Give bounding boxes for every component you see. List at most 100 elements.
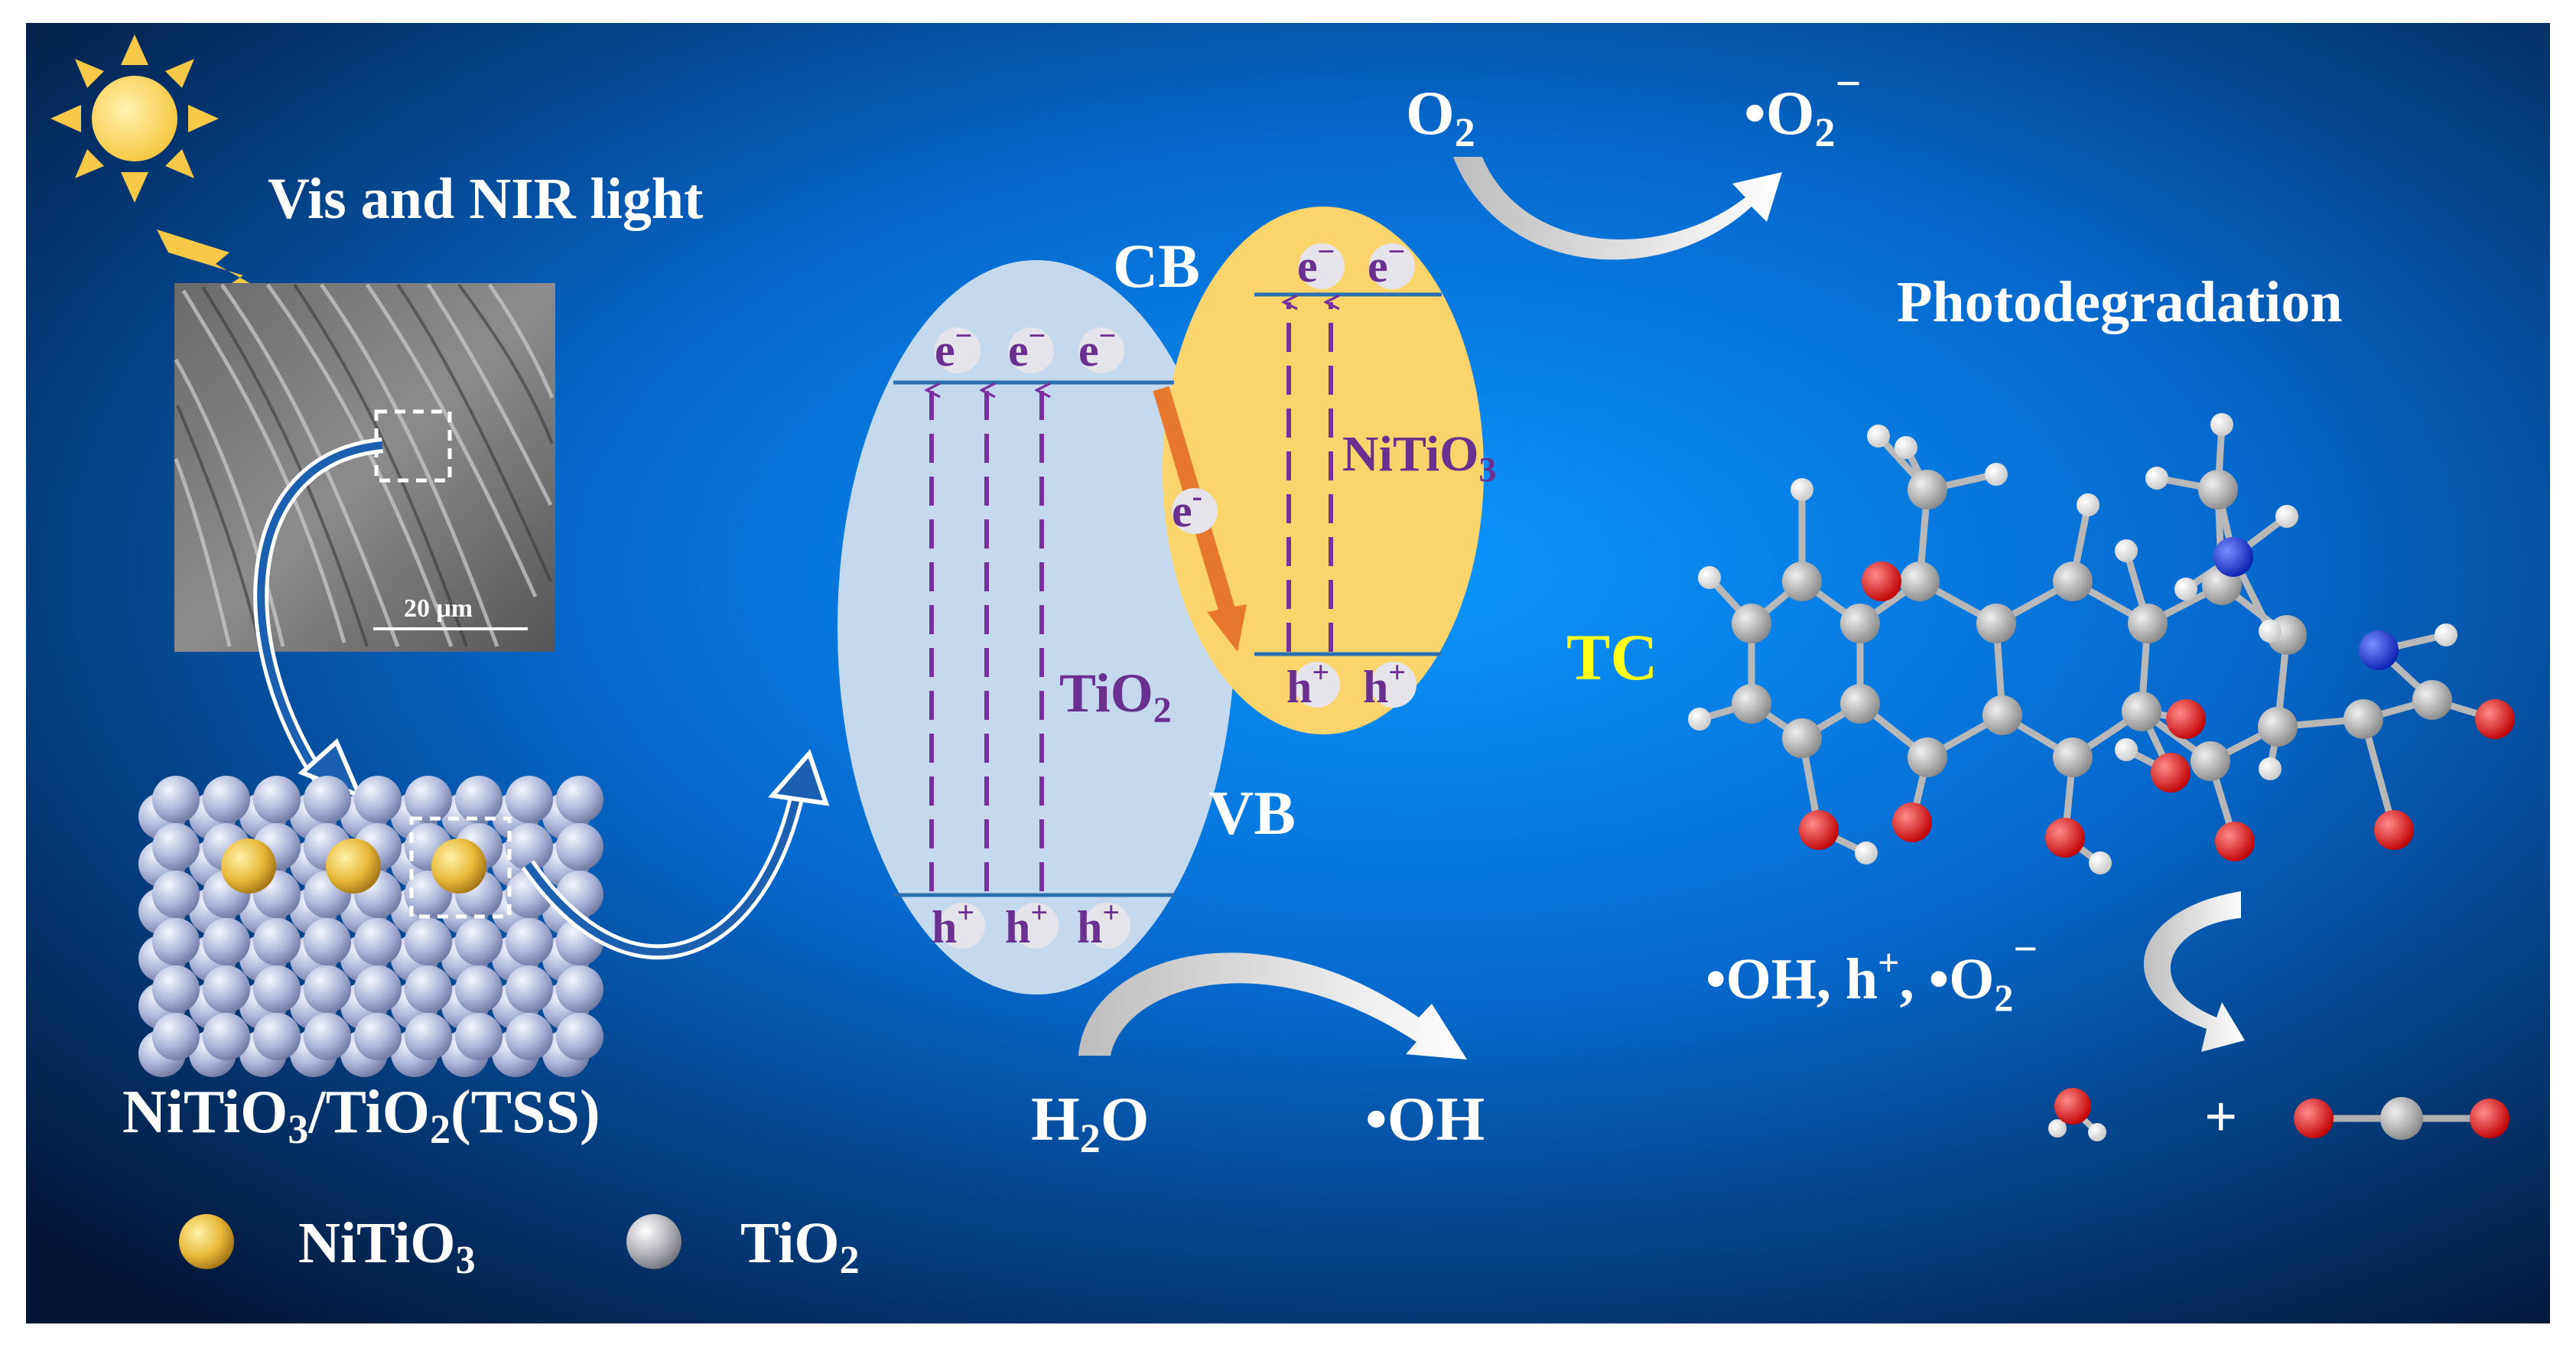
water-label: H2O <box>1031 1084 1150 1161</box>
lattice-sphere <box>203 965 250 1013</box>
molecule-atom <box>2089 851 2112 874</box>
molecule-atom <box>2259 757 2282 780</box>
lattice-sphere <box>556 1013 603 1060</box>
sem-image: 20 μm <box>174 283 555 652</box>
water-molecule-icon <box>2048 1088 2106 1141</box>
molecule-atom <box>1908 470 1947 509</box>
lattice-sphere <box>304 776 351 823</box>
molecule-atom <box>2115 539 2138 562</box>
nitio3-holes: h+ h+ <box>1286 655 1416 712</box>
lattice-sphere <box>152 965 200 1013</box>
molecule-atom <box>1840 684 1880 724</box>
nitio3-electrons: e− e− <box>1297 234 1415 291</box>
molecule-atom <box>2191 741 2230 781</box>
svg-text:e−: e− <box>1368 234 1405 291</box>
molecule-atom <box>2174 578 2197 601</box>
molecule-atom <box>1840 604 1880 643</box>
reactive-species-label: •OH, h+, •O2− <box>1706 926 2038 1019</box>
tio2-band-label: TiO2 <box>1059 662 1172 731</box>
svg-text:h+: h+ <box>1363 655 1406 712</box>
sun-icon <box>50 34 219 203</box>
molecule-atom <box>1908 737 1947 777</box>
lattice-sphere <box>405 918 452 965</box>
sem-scale-label: 20 μm <box>404 594 473 623</box>
molecule-atom <box>1688 708 1711 731</box>
nitio3-excitation-arrows <box>1289 302 1331 652</box>
molecule-atom <box>2166 699 2206 739</box>
cb-label: CB <box>1113 231 1200 301</box>
tetracycline-molecule <box>1688 413 2515 874</box>
lattice-sphere <box>354 965 402 1013</box>
molecule-atom <box>2115 738 2138 761</box>
lattice-sphere <box>455 965 503 1013</box>
molecule-atom <box>2359 630 2399 670</box>
lattice-sphere <box>506 776 553 823</box>
molecule-atom <box>1782 562 1822 601</box>
plus-sign: + <box>2204 1085 2237 1149</box>
svg-text:h+: h+ <box>932 895 974 952</box>
nitio3-particle <box>431 838 486 894</box>
molecule-atom <box>2077 493 2100 516</box>
lattice-sphere <box>253 1013 301 1060</box>
molecule-atom <box>2045 818 2085 858</box>
lattice-sphere <box>354 776 402 823</box>
molecule-atom <box>1985 463 2008 486</box>
molecule-atom <box>2053 562 2093 601</box>
molecule-atom <box>1732 604 1771 643</box>
lattice-sphere <box>304 965 351 1013</box>
lattice-sphere <box>405 1013 452 1060</box>
lattice-sphere <box>203 918 250 965</box>
molecule-atom <box>2122 692 2161 731</box>
nitio3-band-label: NiTiO3 <box>1342 426 1497 489</box>
molecule-atom <box>1799 810 1839 850</box>
molecule-atom <box>1892 802 1932 842</box>
superoxide-label: •O2− <box>1744 58 1862 155</box>
vb-label: VB <box>1208 778 1296 848</box>
molecule-atom <box>2275 505 2298 528</box>
legend-tio2-label: TiO2 <box>740 1211 860 1282</box>
o2-reduction-arrow <box>1453 157 1782 260</box>
lattice-sphere <box>152 1013 200 1060</box>
molecule-atom <box>1982 695 2022 735</box>
molecule-atom <box>1976 604 2016 643</box>
tc-label: TC <box>1566 620 1657 694</box>
lattice-sphere <box>152 776 200 823</box>
lattice-sphere <box>304 1013 351 1060</box>
lattice-sphere <box>354 918 402 965</box>
molecule-atom <box>2412 680 2452 720</box>
molecule-atom <box>2210 413 2233 436</box>
molecule-atom <box>2151 753 2191 793</box>
lightning-icon <box>157 230 291 306</box>
svg-text:e−: e− <box>1008 318 1046 376</box>
photodegradation-title: Photodegradation <box>1897 270 2343 334</box>
tio2-holes: h+ h+ h+ <box>932 895 1130 952</box>
legend-nitio3-icon <box>179 1214 234 1269</box>
lattice-sphere <box>405 776 452 823</box>
lattice-sphere <box>152 918 200 965</box>
svg-text:h+: h+ <box>1286 655 1329 712</box>
lattice-sphere <box>556 965 603 1013</box>
degradation-arrow <box>2143 891 2245 1052</box>
tio2-electrons: e− e− e− <box>935 318 1124 376</box>
molecule-atom <box>1867 425 1890 448</box>
light-label: Vis and NIR light <box>268 167 703 231</box>
molecule-atom <box>1895 436 1917 459</box>
molecule-atom <box>2215 822 2255 861</box>
lattice-sphere <box>304 918 351 965</box>
electron-transfer-arrow: e- <box>1153 386 1247 652</box>
legend-tio2-icon <box>626 1214 681 1269</box>
molecule-atom <box>2198 470 2238 509</box>
lattice-sphere <box>506 1013 553 1060</box>
nitio3-band-ellipse <box>1163 207 1484 734</box>
molecule-atom <box>1855 842 1878 864</box>
nitio3-particle <box>221 838 276 894</box>
lattice-sphere <box>455 1013 503 1060</box>
lattice-sphere <box>556 823 603 871</box>
molecule-atom <box>2213 537 2253 577</box>
molecule-atom <box>1732 684 1771 724</box>
lattice-sphere <box>405 965 452 1013</box>
svg-text:e−: e− <box>1078 318 1116 376</box>
lattice-sphere <box>455 918 503 965</box>
lattice-sphere <box>253 918 301 965</box>
lattice-sphere <box>253 776 301 823</box>
